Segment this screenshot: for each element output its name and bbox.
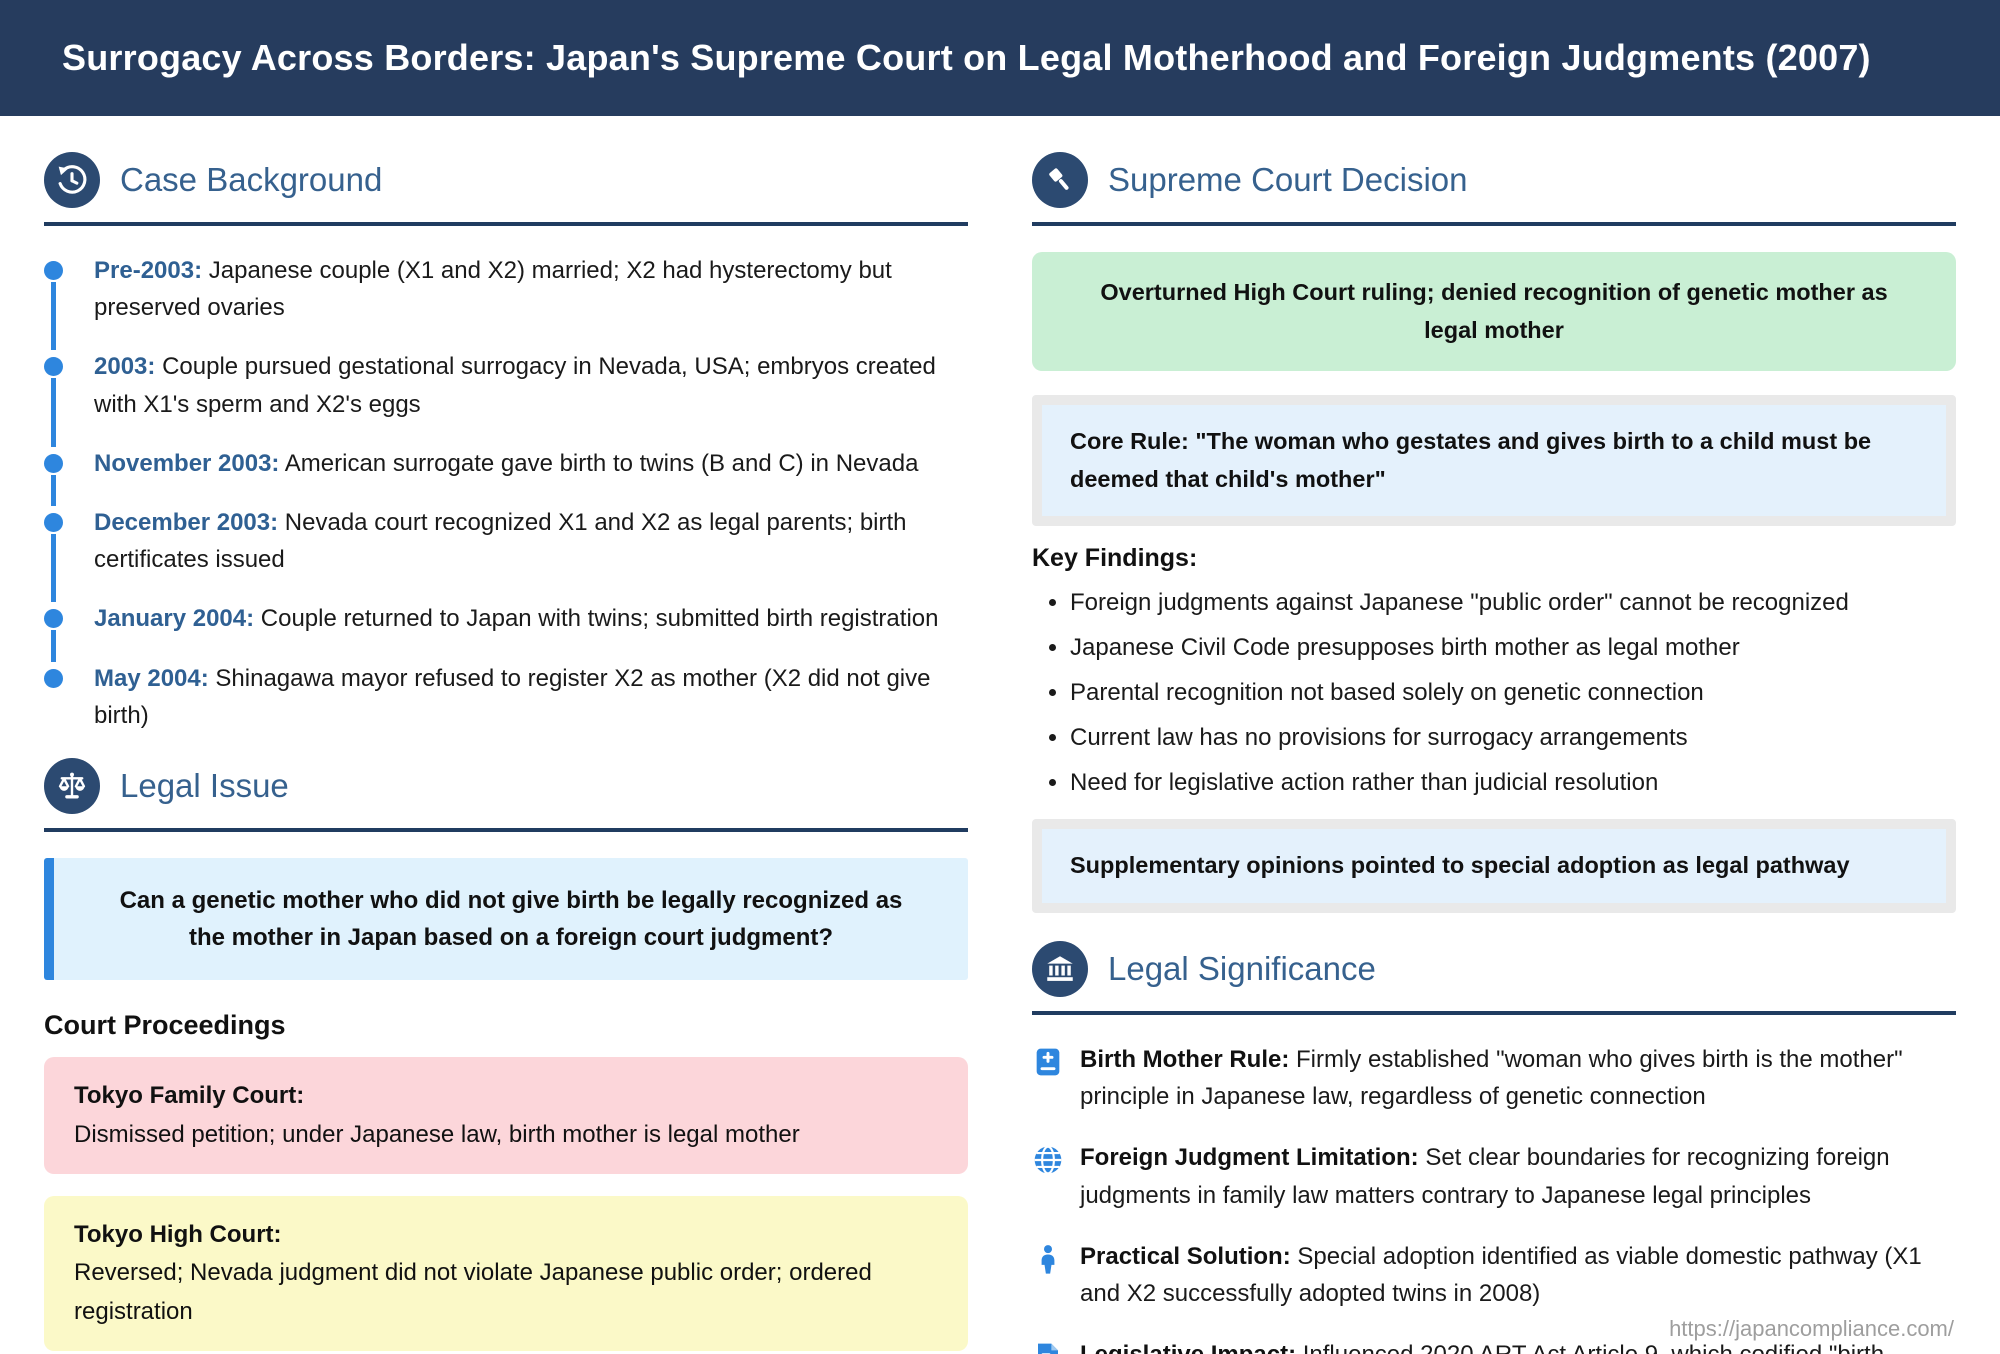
legal-significance-header: Legal Significance [1032,940,1956,1015]
supreme-court-title: Supreme Court Decision [1108,161,1468,198]
significance-label: Legislative Impact: [1080,1341,1296,1354]
high-court-box: Tokyo High Court: Reversed; Nevada judgm… [44,1196,968,1352]
legal-question-text: Can a genetic mother who did not give bi… [119,886,903,952]
timeline: Pre-2003: Japanese couple (X1 and X2) ma… [44,252,968,734]
key-findings-title: Key Findings: [1032,544,1198,573]
document-icon [1032,1341,1064,1354]
courthouse-icon [1032,940,1088,997]
timeline-date: 2003: [94,353,156,381]
significance-text: Firmly established "woman who gives birt… [1080,1045,1903,1111]
person-icon [1032,1243,1064,1275]
section-supreme-court-decision: Supreme Court Decision Overturned High C… [1032,152,1956,913]
timeline-text: Shinagawa mayor refused to register X2 a… [94,664,931,729]
significance-text: Influenced 2020 ART Act Article 9, which… [1080,1341,1884,1354]
case-background-title: Case Background [120,161,383,198]
significance-label: Birth Mother Rule: [1080,1045,1290,1073]
section-legal-issue: Legal Issue Can a genetic mother who did… [44,757,968,1352]
history-icon [44,152,100,208]
key-finding-item: Foreign judgments against Japanese "publ… [1070,585,1956,621]
footer-url[interactable]: https://japancompliance.com/ [1669,1316,1954,1341]
key-finding-item: Current law has no provisions for surrog… [1070,720,1956,756]
decision-outcome-box: Overturned High Court ruling; denied rec… [1032,252,1956,372]
legal-significance-title: Legal Significance [1108,949,1376,987]
significance-text: Set clear boundaries for recognizing for… [1080,1144,1890,1209]
timeline-text: Japanese couple (X1 and X2) married; X2 … [94,257,892,322]
gavel-icon [1032,152,1088,208]
section-case-background: Case Background Pre-2003: Japanese coupl… [44,152,968,734]
page-title: Surrogacy Across Borders: Japan's Suprem… [62,37,1871,78]
core-rule-box: Core Rule: "The woman who gestates and g… [1032,395,1956,527]
timeline-text: American surrogate gave birth to twins (… [284,449,919,477]
content-columns: Case Background Pre-2003: Japanese coupl… [0,116,2000,1354]
left-column: Case Background Pre-2003: Japanese coupl… [44,152,968,1354]
timeline-item: Pre-2003: Japanese couple (X1 and X2) ma… [44,252,968,351]
significance-text: Special adoption identified as viable do… [1080,1242,1922,1307]
court-ruling: Dismissed petition; under Japanese law, … [74,1120,800,1148]
right-column: Supreme Court Decision Overturned High C… [1032,152,1956,1354]
court-name: Tokyo Family Court: [74,1082,305,1110]
timeline-date: Pre-2003: [94,257,203,284]
timeline-text: Couple pursued gestational surrogacy in … [94,353,936,418]
significance-label: Foreign Judgment Limitation: [1080,1144,1419,1172]
timeline-date: May 2004: [94,664,209,692]
legal-issue-title: Legal Issue [120,766,289,804]
timeline-item: May 2004: Shinagawa mayor refused to reg… [44,660,968,734]
page-header: Surrogacy Across Borders: Japan's Suprem… [0,0,2000,116]
section-legal-significance: Legal Significance Birth Mother Rule: Fi… [1032,940,1956,1354]
significance-label: Practical Solution: [1080,1242,1291,1270]
supplementary-opinion-box: Supplementary opinions pointed to specia… [1032,819,1956,913]
significance-item: Foreign Judgment Limitation: Set clear b… [1032,1139,1956,1213]
court-name: Tokyo High Court: [74,1221,282,1249]
book-plus-icon [1032,1046,1064,1078]
timeline-date: December 2003: [94,508,279,536]
timeline-item: December 2003: Nevada court recognized X… [44,504,968,603]
supreme-court-header: Supreme Court Decision [1032,152,1956,226]
scales-icon [44,757,100,814]
significance-item: Legislative Impact: Influenced 2020 ART … [1032,1336,1956,1354]
key-finding-item: Parental recognition not based solely on… [1070,675,1956,711]
significance-item: Practical Solution: Special adoption ide… [1032,1238,1956,1312]
timeline-text: Couple returned to Japan with twins; sub… [260,605,939,633]
timeline-date: January 2004: [94,605,255,633]
globe-icon [1032,1144,1064,1176]
timeline-item: November 2003: American surrogate gave b… [44,445,968,507]
court-ruling: Reversed; Nevada judgment did not violat… [74,1259,872,1325]
key-findings-list: Foreign judgments against Japanese "publ… [1032,585,1956,801]
family-court-box: Tokyo Family Court: Dismissed petition; … [44,1057,968,1175]
timeline-text: Nevada court recognized X1 and X2 as leg… [94,508,907,574]
key-finding-item: Need for legislative action rather than … [1070,765,1956,801]
case-background-header: Case Background [44,152,968,226]
significance-item: Birth Mother Rule: Firmly established "w… [1032,1041,1956,1115]
timeline-date: November 2003: [94,449,280,477]
legal-question-box: Can a genetic mother who did not give bi… [44,857,968,981]
timeline-item: January 2004: Couple returned to Japan w… [44,600,968,662]
court-proceedings-title: Court Proceedings [44,1010,286,1041]
key-finding-item: Japanese Civil Code presupposes birth mo… [1070,630,1956,666]
legal-issue-header: Legal Issue [44,757,968,832]
timeline-item: 2003: Couple pursued gestational surroga… [44,348,968,448]
